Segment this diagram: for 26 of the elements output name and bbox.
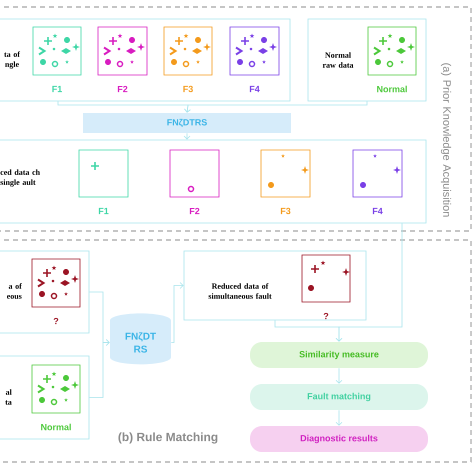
arrow [170,282,184,343]
arrow [336,223,402,342]
sample-label: F1 [52,86,62,92]
arrow [89,339,110,398]
sample-label: F3 [280,208,290,214]
section-title: (a) Prior Knowledge Acquisition [440,63,452,217]
step-box: Fault matching [250,384,428,410]
sample-label: ? [324,312,328,320]
database-cylinder: FNζDT RS [110,313,171,364]
method-band: FNζDTRS [83,113,291,133]
arrow [336,410,342,426]
sample-label: F4 [250,86,260,92]
sample-label: F2 [190,208,200,214]
arrow [184,101,368,113]
sample-label: F3 [183,86,193,92]
sample-label: ? [54,318,58,324]
step-box: Similarity measure [250,342,428,368]
step-box: Diagnostic results [250,426,428,452]
sample-label: Normal [41,424,71,430]
arrow [336,368,342,384]
arrow [184,132,190,140]
sample-label: Normal [377,86,407,92]
sample-label: F4 [372,208,383,214]
section-title: (b) Rule Matching [118,432,218,444]
sample-label: F1 [98,208,108,214]
sample-label: F2 [118,86,128,92]
